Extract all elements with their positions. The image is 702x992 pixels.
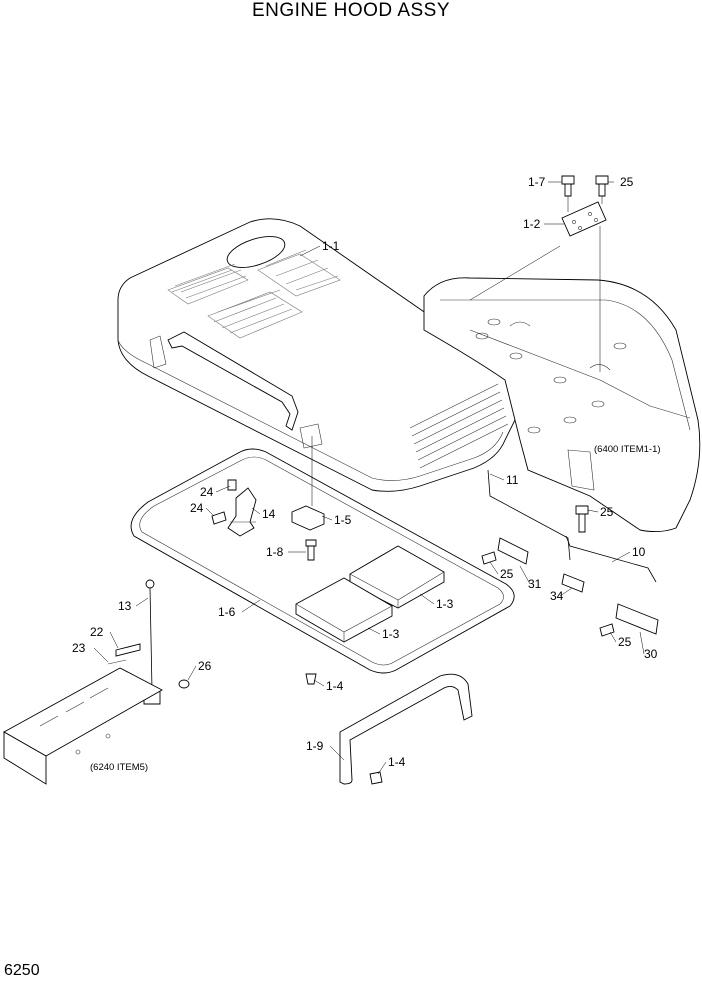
callout-26: 26 (198, 659, 212, 673)
callout-24-b: 24 (190, 501, 204, 515)
callout-30: 30 (644, 647, 658, 661)
page-number: 6250 (4, 962, 40, 979)
callout-1-6: 1-6 (218, 605, 236, 619)
hinge-bolt-1-7 (561, 175, 575, 197)
stay-rod-11 (487, 469, 571, 561)
bolt-25-c (575, 505, 589, 533)
callout-1-3-b: 1-3 (382, 627, 400, 641)
callout-1-4-b: 1-4 (388, 755, 406, 769)
pin-22 (115, 643, 141, 657)
ref-note-6400: (6400 ITEM1-1) (594, 444, 661, 455)
callout-25-d: 25 (618, 635, 632, 649)
callout-1-7: 1-7 (528, 175, 546, 189)
callout-1-8: 1-8 (266, 545, 284, 559)
insulation-pad-b (295, 577, 393, 643)
plug-1-4-b (369, 771, 383, 785)
callout-25-c: 25 (500, 567, 514, 581)
bolt-25-b (481, 551, 497, 565)
latch-bolt-24-b (211, 511, 227, 525)
callout-22: 22 (90, 625, 104, 639)
grab-handle (339, 673, 473, 785)
stud-bolt-1-8 (305, 539, 317, 561)
bracket-30 (615, 603, 659, 635)
clip-34 (561, 573, 585, 593)
callout-1-5: 1-5 (334, 513, 352, 527)
callout-11: 11 (506, 473, 519, 487)
ref-note-6240: (6240 ITEM5) (90, 762, 148, 773)
callout-1-1: 1-1 (322, 239, 340, 253)
callout-34: 34 (550, 589, 564, 603)
callout-10: 10 (632, 545, 646, 559)
hood-hinge (561, 201, 607, 237)
callout-25-top: 25 (620, 175, 634, 189)
bolt-25-d (599, 623, 615, 637)
callout-1-4-a: 1-4 (326, 679, 344, 693)
callout-23: 23 (72, 641, 86, 655)
callout-1-2: 1-2 (523, 217, 541, 231)
plug-1-4-a (305, 673, 317, 685)
page-title: ENGINE HOOD ASSY (251, 0, 451, 21)
callout-14: 14 (262, 507, 276, 521)
counterweight-body (423, 277, 701, 533)
bracket-31 (497, 537, 529, 565)
hinge-bolt-25-top (595, 175, 609, 197)
hood-latch (227, 487, 257, 537)
callout-31: 31 (528, 577, 542, 591)
callout-1-3-a: 1-3 (436, 597, 454, 611)
callout-1-9: 1-9 (306, 739, 324, 753)
cotter-pin-23 (107, 659, 127, 665)
striker-block (291, 436, 325, 531)
stay-rod-10 (565, 535, 657, 583)
rod-bracket (3, 667, 163, 785)
callout-25-b: 25 (600, 505, 614, 519)
engine-hood-cover (117, 218, 522, 492)
latch-bolt-24-a (227, 479, 237, 491)
callout-13: 13 (118, 599, 132, 613)
callout-24-a: 24 (200, 485, 214, 499)
washer-26 (178, 679, 190, 689)
hood-seal-frame (130, 448, 515, 674)
